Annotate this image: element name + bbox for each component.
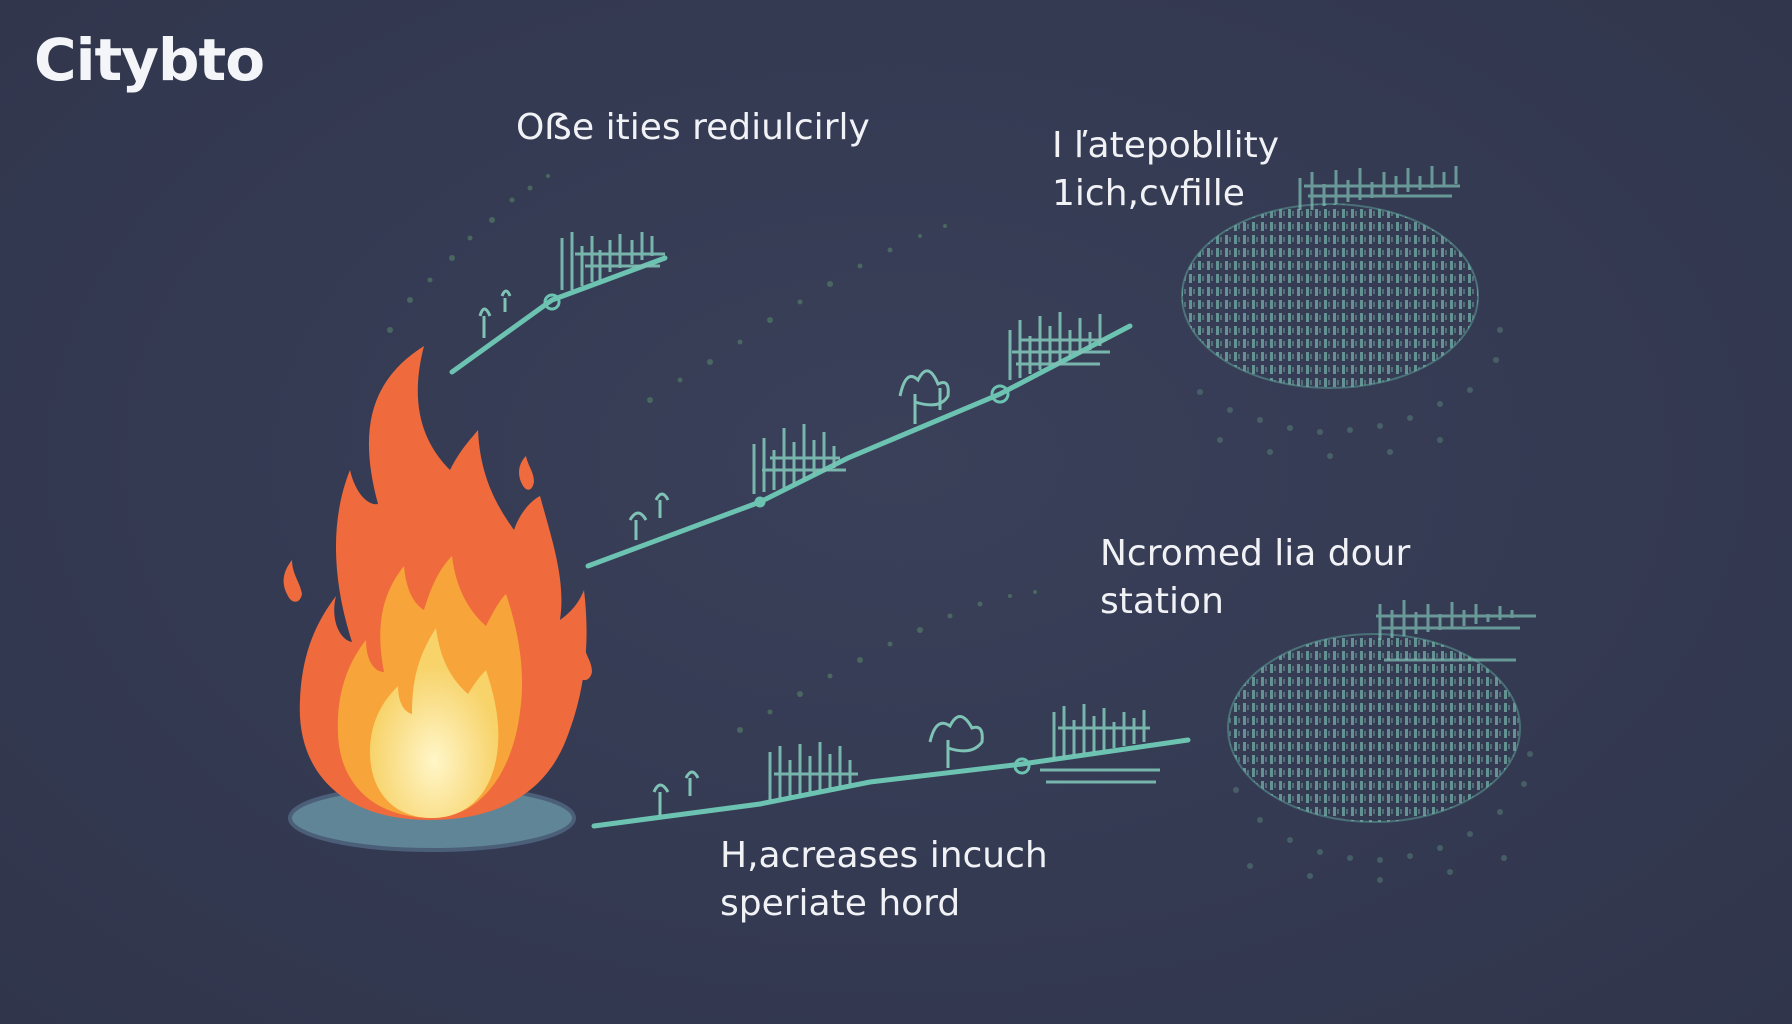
- page-title: Citybto: [34, 26, 265, 94]
- connector-line-bottom: [591, 737, 1191, 829]
- connector-line-top: [449, 255, 668, 375]
- dotted-globe-icon: [1181, 166, 1503, 459]
- label-top-right: I ľatepobllity 1ich,cvfille: [1052, 125, 1280, 214]
- label-top-center: Oẞe ities rediulcirly: [516, 107, 870, 148]
- dotted-trail-middle: [647, 224, 947, 403]
- label-bottom-center: H,acreases incuch speriate hord: [720, 835, 1048, 924]
- tree-icon: [652, 715, 984, 816]
- tree-icon: [478, 289, 512, 338]
- label-middle-right: Ncromed lia dour station: [1100, 533, 1411, 622]
- fire-icon: [283, 346, 592, 852]
- city-skyline-icon: [768, 704, 1160, 800]
- city-skyline-icon: [752, 312, 1110, 494]
- dotted-globe-icon: [1227, 600, 1536, 883]
- tree-icon: [628, 369, 950, 540]
- connector-line-middle: [585, 323, 1133, 569]
- dotted-trail-top: [387, 174, 550, 333]
- dotted-trail-bottom: [737, 590, 1037, 733]
- city-skyline-icon: [560, 232, 665, 290]
